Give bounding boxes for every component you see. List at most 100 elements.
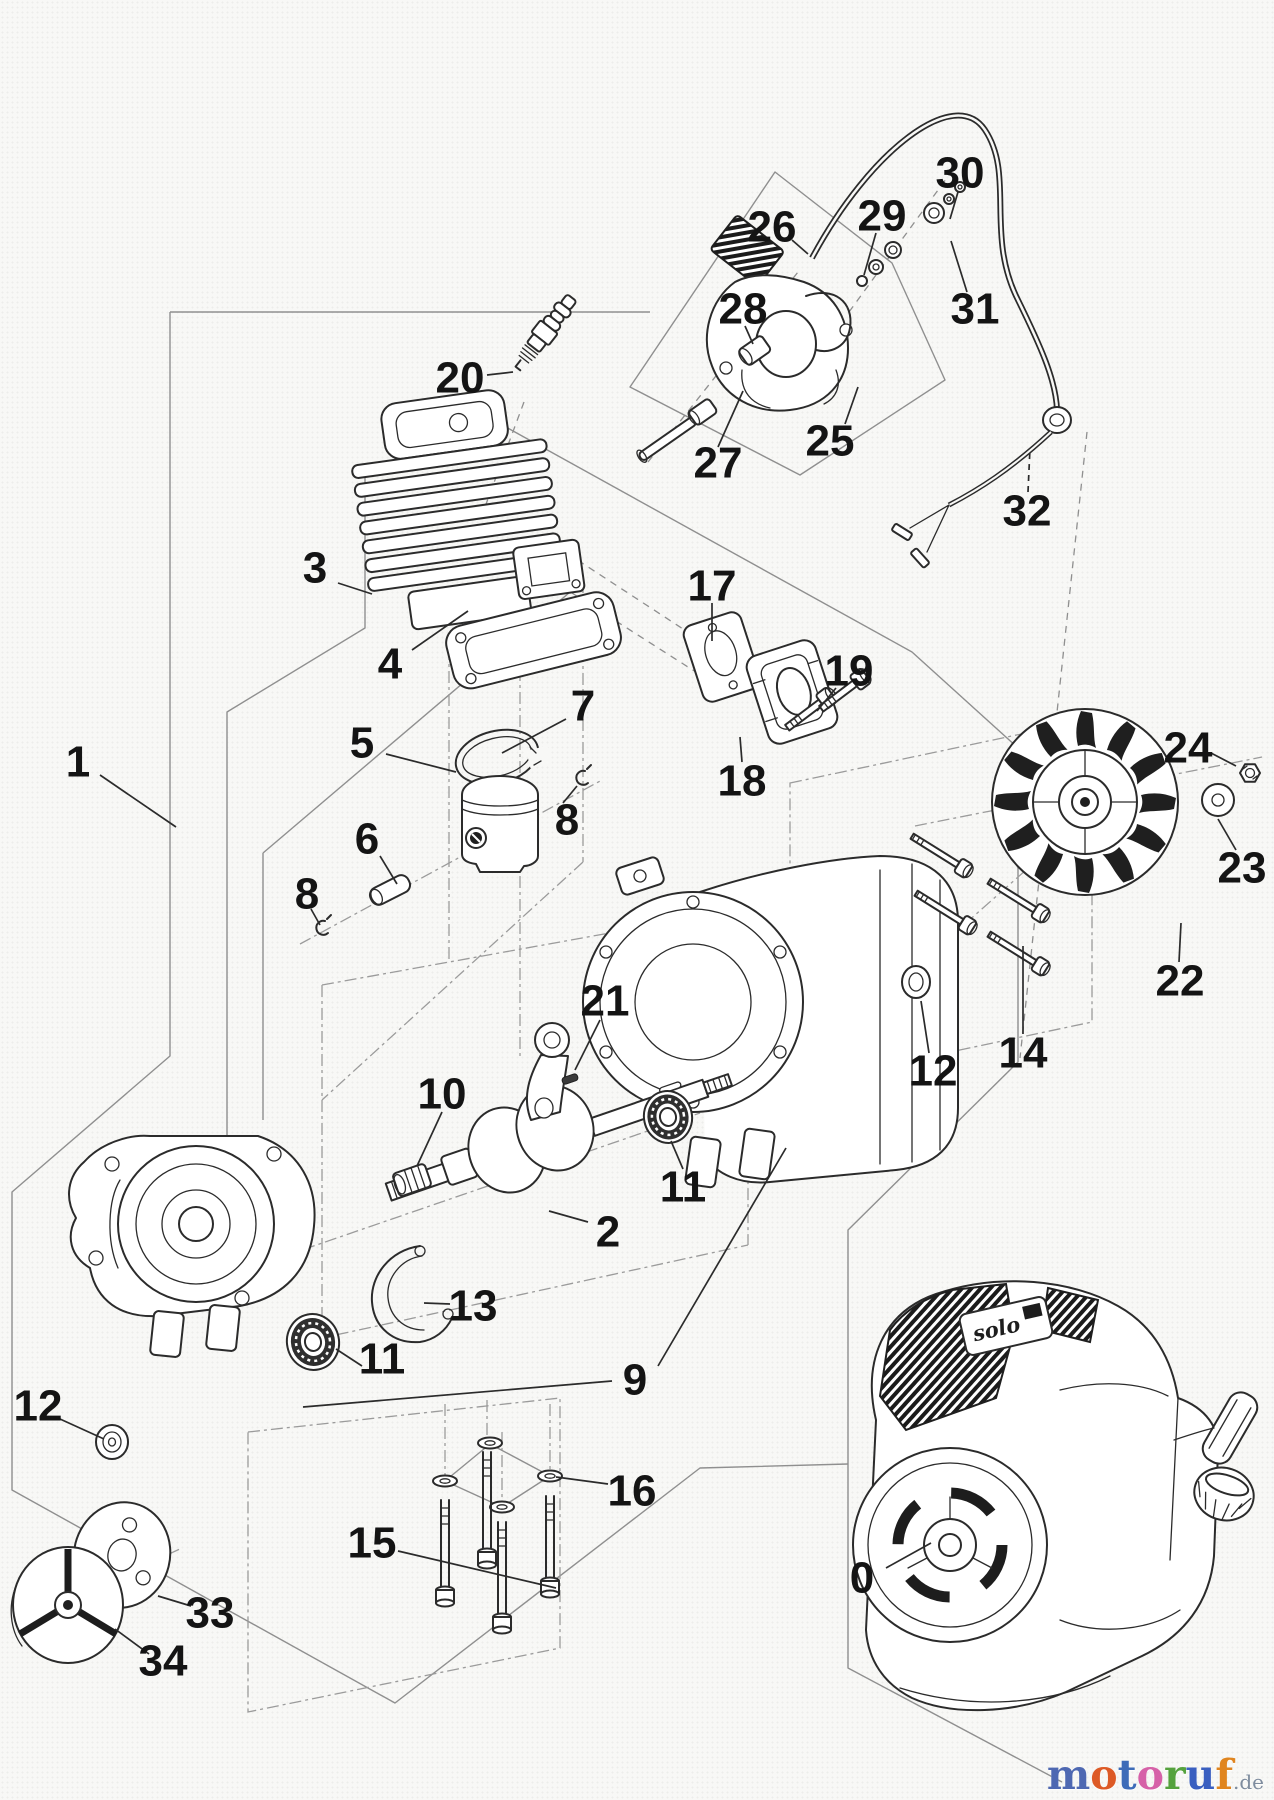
svg-text:6: 6 [355, 815, 379, 864]
oil-seal-left-drawing [95, 1424, 129, 1460]
part-label-16: 16 [555, 1467, 657, 1516]
svg-text:22: 22 [1156, 957, 1205, 1006]
woodruff-key-drawing [561, 1073, 579, 1085]
svg-text:12: 12 [14, 1382, 63, 1431]
case-screw-drawing [492, 1521, 512, 1635]
ball-bearing-right-drawing [642, 1090, 694, 1144]
part-label-1: 1 [66, 738, 177, 828]
svg-text:8: 8 [295, 870, 319, 919]
ball-bearing-left-drawing [285, 1313, 341, 1371]
svg-text:5: 5 [350, 719, 374, 768]
part-label-29: 29 [858, 192, 907, 276]
svg-text:18: 18 [718, 757, 767, 806]
svg-text:3: 3 [303, 544, 327, 593]
svg-text:11: 11 [359, 1335, 406, 1384]
part-label-27: 27 [694, 390, 744, 488]
part-label-26: 26 [748, 203, 809, 255]
part-label-11-right: 11 [660, 1140, 707, 1212]
svg-text:16: 16 [608, 1467, 657, 1516]
svg-text:32: 32 [1003, 487, 1052, 536]
rope-pulley-drawing [10, 1546, 124, 1664]
svg-text:0: 0 [850, 1554, 874, 1603]
case-gasket-drawing [370, 1245, 454, 1344]
sleeve-drawing [738, 335, 772, 366]
part-label-12-left: 12 [14, 1382, 105, 1440]
part-label-32: 32 [1003, 447, 1052, 536]
case-screw-drawing [477, 1451, 497, 1570]
part-label-11-left: 11 [335, 1335, 406, 1384]
motoruf-watermark: motoruf.de [1047, 1755, 1264, 1796]
intake-spacer-drawing [745, 639, 839, 745]
svg-text:25: 25 [806, 417, 855, 466]
svg-text:34: 34 [139, 1637, 188, 1686]
intake-bolt-drawing [818, 667, 872, 713]
svg-text:9: 9 [623, 1356, 647, 1405]
svg-text:4: 4 [378, 640, 403, 689]
svg-text:30: 30 [936, 149, 985, 198]
svg-text:15: 15 [348, 1519, 397, 1568]
ignition-cable-drawing [809, 112, 1072, 569]
svg-text:11: 11 [660, 1163, 707, 1212]
part-label-34: 34 [114, 1628, 188, 1686]
part-label-10: 10 [416, 1070, 467, 1167]
part-label-21: 21 [574, 977, 630, 1071]
svg-text:23: 23 [1218, 844, 1267, 893]
part-label-5: 5 [350, 719, 457, 773]
svg-text:24: 24 [1164, 724, 1213, 773]
case-bolt-drawing [909, 832, 974, 879]
part-label-2: 2 [548, 1208, 620, 1257]
part-label-19: 19 [816, 647, 873, 712]
part-label-13: 13 [423, 1282, 498, 1331]
svg-text:8: 8 [555, 796, 579, 845]
svg-text:20: 20 [436, 354, 485, 403]
part-label-18: 18 [718, 736, 767, 806]
watermark-suffix: .de [1233, 1770, 1264, 1794]
case-bolt-drawing [986, 877, 1051, 924]
part-label-8-left: 8 [295, 870, 321, 926]
part-label-6: 6 [355, 815, 398, 885]
ignition-coil-drawing [705, 215, 853, 412]
needle-bearing-drawing [392, 1163, 432, 1197]
svg-text:21: 21 [581, 977, 630, 1026]
svg-text:14: 14 [999, 1029, 1048, 1078]
part-label-28: 28 [719, 285, 767, 345]
piston-drawing [461, 775, 539, 873]
case-bolt-drawing [913, 889, 978, 936]
svg-text:27: 27 [694, 439, 743, 488]
svg-text:10: 10 [418, 1070, 467, 1119]
fuel-line-tube-drawing [636, 416, 697, 463]
part-label-20: 20 [436, 354, 514, 403]
bushing-drawing [687, 398, 718, 426]
watermark-letters: motoruf [1046, 1751, 1233, 1799]
cylinder-drawing [351, 389, 586, 631]
svg-text:31: 31 [951, 285, 1000, 334]
part-label-24: 24 [1164, 724, 1237, 773]
oil-seal-right-drawing [901, 965, 931, 999]
intake-gasket-drawing [682, 611, 762, 703]
part-label-0: 0 [850, 1542, 932, 1603]
pin-clip-left-drawing [315, 914, 332, 936]
part-label-4: 4 [378, 610, 469, 689]
svg-text:13: 13 [449, 1282, 498, 1331]
flywheel-nut-drawing [1239, 763, 1261, 783]
part-label-12-right: 12 [909, 1000, 957, 1096]
part-label-31: 31 [950, 240, 1000, 334]
part-label-17: 17 [688, 562, 737, 641]
svg-text:2: 2 [596, 1208, 620, 1257]
crankcase-left-drawing [68, 1134, 316, 1358]
part-label-9: 9 [302, 1147, 787, 1408]
part-label-7: 7 [501, 682, 595, 754]
svg-text:29: 29 [858, 192, 907, 241]
cylinder-gasket-drawing [445, 591, 622, 690]
case-bolt-drawing [986, 930, 1051, 977]
part-label-33: 33 [157, 1589, 234, 1638]
engine-assembly-drawing: solo [852, 1280, 1259, 1712]
case-screw-drawing [435, 1499, 455, 1608]
wrist-pin-drawing [368, 874, 412, 906]
part-label-23: 23 [1217, 818, 1267, 893]
case-washers-drawing [432, 1436, 563, 1514]
svg-text:17: 17 [688, 562, 737, 611]
